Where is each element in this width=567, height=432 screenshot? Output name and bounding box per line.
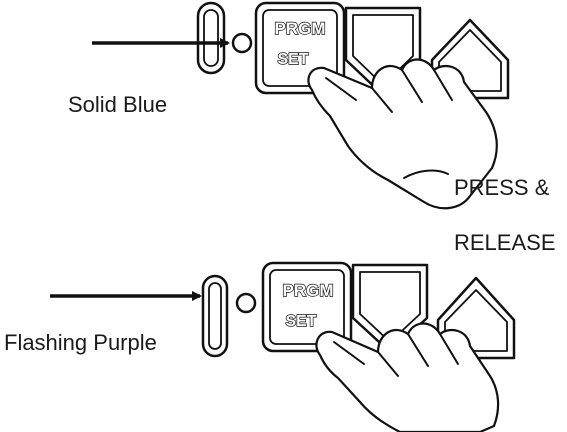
button-label-top: PRGM xyxy=(275,19,326,38)
pressing-hand-icon xyxy=(315,322,500,432)
prgm-set-button[interactable]: PRGM SET xyxy=(254,1,346,95)
step-1: PRGM SET Solid Blue PRESS & RELEASE xyxy=(68,1,556,255)
led-status-label: Solid Blue xyxy=(68,92,167,117)
action-label-line2: RELEASE xyxy=(454,230,556,255)
led-indicator xyxy=(235,292,257,314)
slot-indicator xyxy=(196,1,226,75)
led-status-label: Flashing Purple xyxy=(4,330,157,355)
slot-indicator xyxy=(201,274,229,358)
action-label-line1: PRESS & xyxy=(454,175,550,200)
button-label-bottom: SET xyxy=(277,51,308,68)
led-indicator xyxy=(231,32,253,54)
button-label-top: PRGM xyxy=(283,281,334,300)
button-label-bottom: SET xyxy=(285,313,316,330)
pressing-hand-icon xyxy=(307,58,498,210)
prgm-set-button[interactable]: PRGM SET xyxy=(261,261,353,353)
step-2: PRGM SET Flashing Purple xyxy=(4,261,516,432)
